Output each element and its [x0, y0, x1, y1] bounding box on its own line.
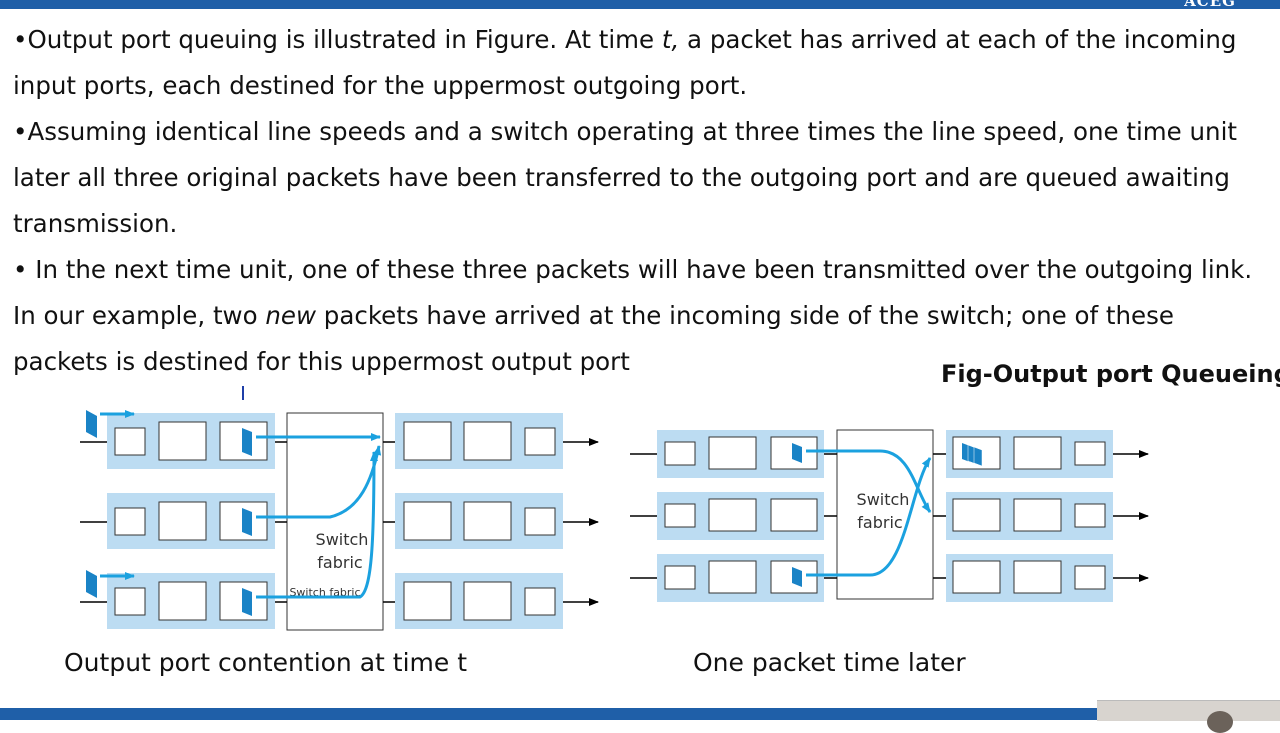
route-arrow-r1 — [806, 449, 932, 513]
left-figure-caption: Output port contention at time t — [64, 648, 468, 677]
bullet-1-segment-3: a packet has arrived at each of the inco… — [13, 25, 1237, 100]
arriving-packet-1 — [86, 410, 97, 438]
text-cursor — [242, 386, 244, 400]
bullet-3-segment-2: new — [265, 301, 317, 330]
top-title-bar: ACEG — [0, 0, 1280, 10]
webcam-overlay — [1097, 700, 1280, 733]
bullet-3-segment-1: • In the next time unit, one of these th… — [13, 255, 1253, 330]
right-figure-caption: One packet time later — [693, 648, 966, 677]
bullet-point-3: • In the next time unit, one of these th… — [13, 247, 1268, 385]
bullet-point-2: •Assuming identical line speeds and a sw… — [13, 109, 1268, 247]
packet-in-3 — [242, 588, 252, 616]
arriving-packet-2 — [86, 570, 97, 598]
left-diagram: Switch fabric Switch fabric — [80, 410, 599, 631]
bullet-1-segment-1: •Output port queuing is illustrated in F… — [13, 25, 662, 54]
output-queue-r1 — [946, 430, 1113, 478]
fabric-label-r1: Switch — [857, 490, 910, 509]
presenter-head — [1207, 711, 1233, 733]
fabric-label-2: fabric — [317, 553, 362, 572]
institution-logo: ACEG — [1184, 0, 1236, 10]
output-queue-r3 — [946, 554, 1113, 602]
bullet-3-segment-3: packets have arrived at the incoming sid… — [13, 301, 1174, 376]
input-queue-3 — [107, 573, 275, 629]
output-queue-3 — [395, 573, 563, 629]
switch-fabric-right — [836, 429, 934, 600]
packet-r1 — [792, 443, 802, 463]
route-arrow-3 — [256, 451, 378, 599]
figure-title: Fig-Output port Queueing — [941, 360, 1280, 388]
input-queue-1 — [107, 413, 275, 469]
slide-body: •Output port queuing is illustrated in F… — [13, 17, 1268, 385]
packet-in-2 — [242, 508, 252, 536]
input-queue-r2 — [657, 492, 824, 540]
fabric-label-r2: fabric — [857, 513, 902, 532]
fabric-label-1: Switch — [316, 530, 369, 549]
route-arrow-r2 — [806, 457, 932, 577]
bottom-bar — [0, 708, 1280, 720]
packet-in-1 — [242, 428, 252, 456]
packet-r3 — [792, 567, 802, 587]
right-diagram: Switch fabric — [630, 429, 1149, 602]
output-queue-1 — [395, 413, 563, 469]
output-queue-r2 — [946, 492, 1113, 540]
bullet-1-segment-2: t, — [661, 25, 680, 54]
bullet-2-segment-1: •Assuming identical line speeds and a sw… — [13, 117, 1237, 238]
output-queue-2 — [395, 493, 563, 549]
bullet-point-1: •Output port queuing is illustrated in F… — [13, 17, 1268, 109]
